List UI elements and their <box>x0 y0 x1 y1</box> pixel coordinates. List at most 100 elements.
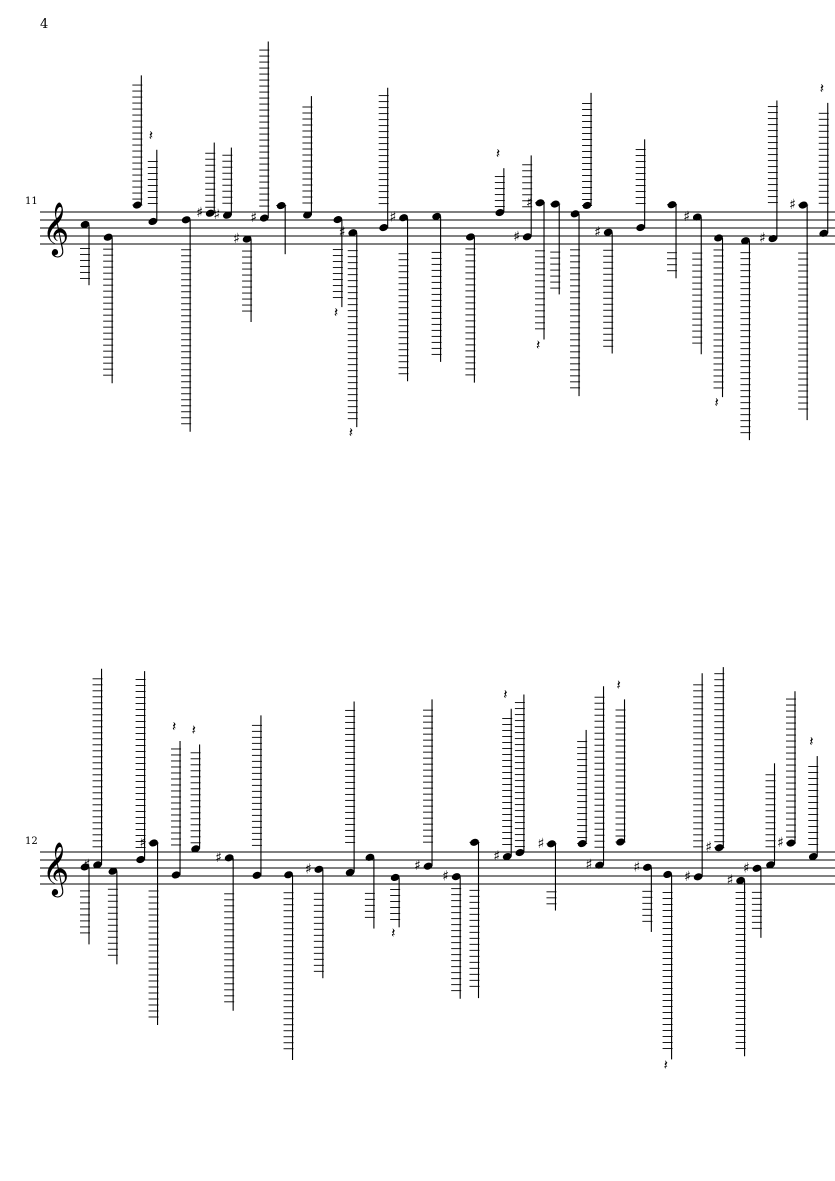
sharp-icon: ♯ <box>727 872 734 888</box>
sharp-icon: ♯ <box>390 210 397 226</box>
measure-number: 11 <box>25 196 38 207</box>
quarter-rest-icon: 𝄽 <box>617 677 621 693</box>
note-head <box>798 201 808 209</box>
note-head <box>252 871 262 879</box>
note-head <box>222 211 232 219</box>
sharp-icon: ♯ <box>684 869 691 885</box>
note-head <box>80 863 90 871</box>
note-head <box>470 838 479 846</box>
quarter-rest-icon: 𝄽 <box>503 687 507 703</box>
note-head <box>314 865 324 873</box>
sharp-icon: ♯ <box>305 861 312 877</box>
sharp-icon: ♯ <box>213 207 220 223</box>
note-head <box>522 233 532 241</box>
note-head <box>663 870 672 879</box>
quarter-rest-icon: 𝄽 <box>192 722 196 738</box>
quarter-rest-icon: 𝄽 <box>149 128 153 144</box>
note-head <box>577 840 587 848</box>
sharp-icon: ♯ <box>789 197 796 213</box>
note-head <box>181 216 191 224</box>
note-head <box>348 229 358 237</box>
note-head <box>432 212 441 220</box>
sharp-icon: ♯ <box>84 857 91 873</box>
sharp-icon: ♯ <box>683 209 690 225</box>
note-head <box>603 228 613 236</box>
note-head <box>786 839 796 847</box>
sharp-icon: ♯ <box>493 849 500 865</box>
note-head <box>451 873 461 881</box>
note-head <box>752 864 762 872</box>
note-head <box>819 229 829 237</box>
note-head <box>379 224 389 232</box>
sharp-icon: ♯ <box>442 869 449 885</box>
sharp-icon: ♯ <box>339 225 346 241</box>
note-head <box>93 861 102 869</box>
treble-clef-icon: 𝄞 <box>42 841 69 897</box>
sharp-icon: ♯ <box>586 857 593 873</box>
note-head <box>616 838 625 846</box>
note-head <box>495 209 505 217</box>
quarter-rest-icon: 𝄽 <box>536 338 540 354</box>
note-head <box>108 867 118 875</box>
system-2: 12𝄞♯♯𝄽𝄽♯♯𝄽♯♯♯𝄽♯♯𝄽♯𝄽♯♯♯♯♯𝄽 <box>25 667 835 1073</box>
note-head <box>399 214 408 222</box>
note-head <box>333 216 343 224</box>
sharp-icon: ♯ <box>233 231 240 247</box>
sharp-icon: ♯ <box>537 836 544 852</box>
note-head <box>693 873 703 881</box>
sharp-icon: ♯ <box>594 224 601 240</box>
note-head <box>284 871 293 879</box>
quarter-rest-icon: 𝄽 <box>715 395 719 411</box>
note-head <box>345 868 355 876</box>
sharp-icon: ♯ <box>759 231 766 247</box>
sharp-icon: ♯ <box>777 835 784 851</box>
note-head <box>132 201 142 209</box>
sharp-icon: ♯ <box>633 859 640 875</box>
note-head <box>692 213 702 221</box>
note-head <box>365 853 375 861</box>
note-head <box>714 234 723 242</box>
note-head <box>259 214 269 222</box>
sharp-icon: ♯ <box>196 205 203 221</box>
sharp-icon: ♯ <box>513 229 520 245</box>
note-head <box>390 873 400 882</box>
system-1: 11𝄞𝄽♯♯♯♯𝄽♯𝄽♯𝄽♯♯𝄽♯♯𝄽♯♯𝄽 <box>25 41 835 441</box>
note-head <box>636 224 646 232</box>
note-head <box>205 209 215 217</box>
note-head <box>242 235 252 243</box>
note-head <box>103 233 113 241</box>
note-head <box>741 237 750 245</box>
note-head <box>80 220 90 228</box>
note-head <box>667 201 677 209</box>
quarter-rest-icon: 𝄽 <box>809 734 813 750</box>
sharp-icon: ♯ <box>705 840 712 856</box>
measure-number: 12 <box>25 836 38 847</box>
note-head <box>550 200 560 208</box>
sharp-icon: ♯ <box>140 835 147 851</box>
note-head <box>502 852 512 861</box>
note-head <box>171 871 181 879</box>
note-head <box>515 849 525 857</box>
note-head <box>191 845 200 853</box>
note-head <box>768 235 778 243</box>
quarter-rest-icon: 𝄽 <box>496 146 500 162</box>
quarter-rest-icon: 𝄽 <box>391 925 395 941</box>
note-head <box>766 861 775 869</box>
page-number: 4 <box>40 17 49 32</box>
note-head <box>808 852 818 861</box>
note-head <box>714 844 724 852</box>
note-head <box>535 199 545 207</box>
note-head <box>570 210 580 218</box>
sharp-icon: ♯ <box>743 860 750 876</box>
note-head <box>303 211 312 219</box>
note-head <box>736 876 745 884</box>
note-head <box>582 201 592 210</box>
quarter-rest-icon: 𝄽 <box>349 425 353 441</box>
quarter-rest-icon: 𝄽 <box>820 81 824 97</box>
note-head <box>136 855 145 864</box>
note-head <box>224 854 234 862</box>
note-head <box>595 861 604 869</box>
quarter-rest-icon: 𝄽 <box>334 305 338 321</box>
note-head <box>642 863 652 871</box>
